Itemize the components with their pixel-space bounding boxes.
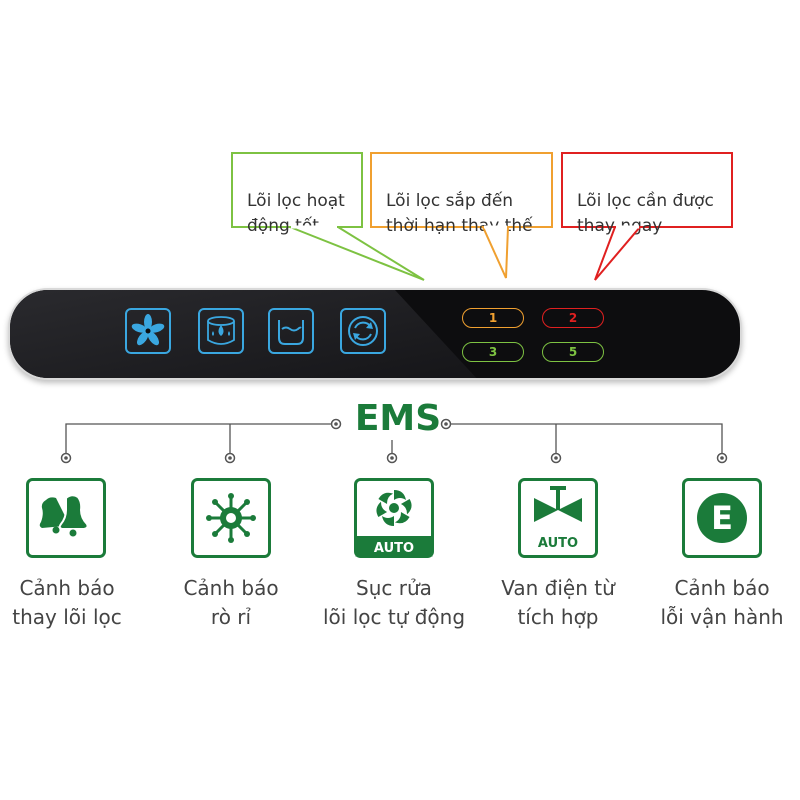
callout-filter-replace: Lõi lọc cần được thay ngay [561, 152, 733, 236]
error-e-icon: E [682, 478, 762, 558]
callout-filter-replace-text: Lõi lọc cần được thay ngay [577, 191, 714, 236]
fan-icon [131, 314, 165, 346]
indicator-1-label: 1 [488, 311, 498, 325]
indicator-1: 1 [462, 308, 524, 328]
bells-icon [26, 478, 106, 558]
indicator-2: 2 [542, 308, 604, 328]
feature-label-auto-flush: Sục rửa lõi lọc tự động [322, 576, 466, 629]
leak-sensor-icon [191, 478, 271, 558]
panel-button-cycle[interactable] [340, 308, 386, 354]
feature-label-solenoid-valve: Van điện từ tích hợp [501, 576, 615, 629]
error-e-letter: E [711, 499, 733, 537]
panel-button-fan[interactable] [125, 308, 171, 354]
callout-filter-expiring-text: Lõi lọc sắp đến thời hạn thay thế [386, 191, 533, 236]
ems-title: EMS [354, 398, 442, 439]
indicator-2-label: 2 [568, 311, 578, 325]
indicator-3: 3 [462, 342, 524, 362]
valve-auto-badge: AUTO [538, 536, 578, 551]
panel-button-flush[interactable] [268, 308, 314, 354]
panel-button-leak[interactable] [198, 308, 244, 354]
callout-filter-expiring: Lõi lọc sắp đến thời hạn thay thế [370, 152, 553, 236]
indicator-3-label: 3 [488, 345, 498, 359]
indicator-5: 5 [542, 342, 604, 362]
feature-label-leak-warning: Cảnh báo rò rỉ [183, 576, 279, 629]
feature-label-filter-warning: Cảnh báo thay lõi lọc [12, 576, 122, 629]
cycle-icon [348, 316, 378, 346]
control-panel: 1 2 3 5 [8, 288, 742, 380]
flush-auto-badge: AUTO [374, 541, 414, 556]
indicator-5-label: 5 [568, 345, 578, 359]
water-leak-icon [207, 316, 235, 345]
tank-flush-icon [278, 320, 304, 345]
feature-label-operation-error: Cảnh báo lỗi vận hành [660, 576, 784, 629]
flush-auto-icon: AUTO [354, 478, 434, 558]
valve-auto-icon: AUTO [518, 478, 598, 558]
